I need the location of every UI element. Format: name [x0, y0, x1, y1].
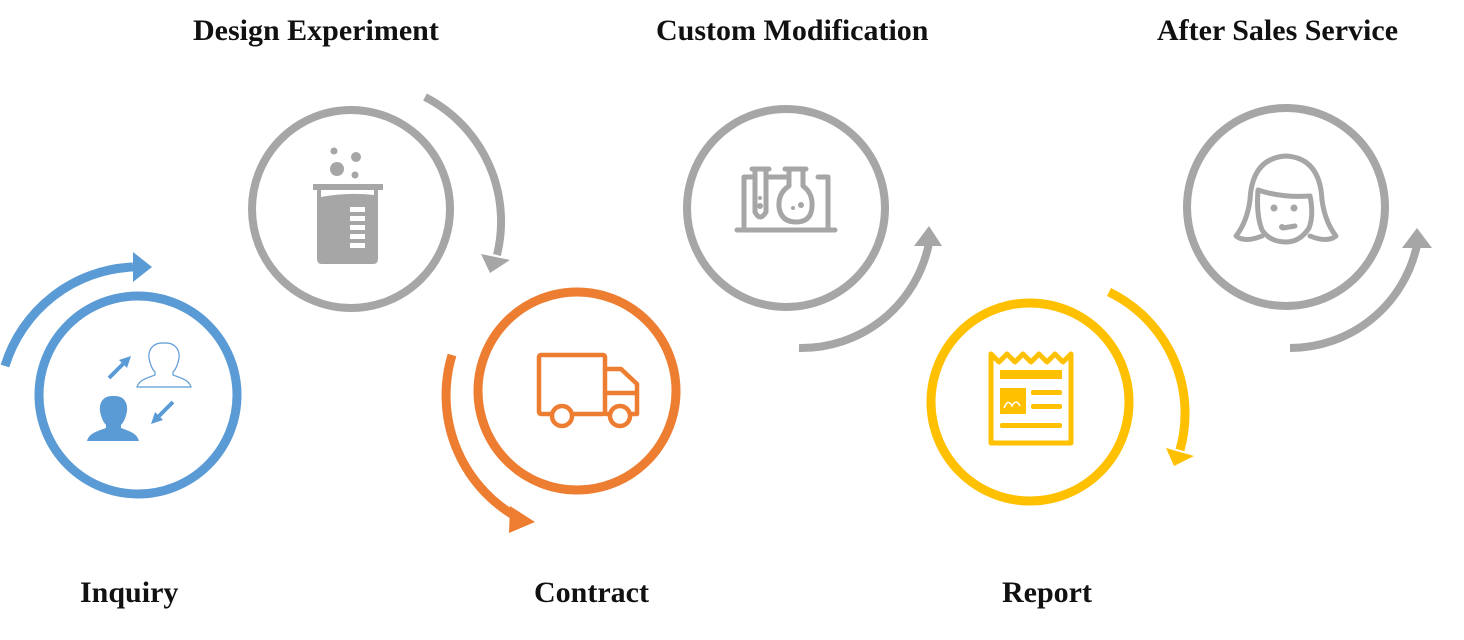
- step-label-custom-modification: Custom Modification: [656, 14, 929, 47]
- arrow-arc-design-experiment: [423, 93, 505, 256]
- truck-icon: [536, 352, 640, 429]
- step-label-report: Report: [1002, 576, 1092, 609]
- step-circle-contract: [473, 287, 681, 495]
- step-report: [926, 287, 1194, 506]
- support-agent-icon: [1233, 153, 1339, 245]
- people-exchange-icon: [87, 342, 192, 441]
- arrow-arc-custom-modification: [798, 242, 933, 353]
- arrowhead-design-experiment: [481, 254, 510, 273]
- arrow-arc-contract: [441, 353, 518, 520]
- beaker-icon: [313, 147, 383, 264]
- arrow-arc-report: [1107, 287, 1190, 452]
- step-label-inquiry: Inquiry: [80, 576, 179, 609]
- step-contract: [441, 287, 681, 533]
- arrowhead-after-sales-service: [1402, 228, 1432, 248]
- report-document-icon: [988, 351, 1074, 446]
- step-label-design-experiment: Design Experiment: [193, 14, 439, 47]
- step-label-after-sales-service: After Sales Service: [1157, 14, 1399, 47]
- step-circle-after-sales-service: [1183, 104, 1389, 310]
- step-label-contract: Contract: [534, 576, 649, 609]
- step-custom-modification: [683, 105, 942, 353]
- lab-flasks-icon: [734, 166, 838, 233]
- step-after-sales-service: [1183, 104, 1432, 352]
- arrowhead-custom-modification: [914, 226, 942, 246]
- arrow-arc-after-sales-service: [1289, 244, 1421, 352]
- arrow-arc-inquiry: [0, 262, 134, 368]
- step-circle-report: [926, 298, 1134, 506]
- step-circle-design-experiment: [248, 106, 454, 312]
- step-design-experiment: [248, 93, 510, 312]
- step-circle-custom-modification: [683, 105, 889, 311]
- arrowhead-contract: [509, 506, 535, 533]
- arrowhead-report: [1166, 448, 1194, 466]
- step-circle-inquiry: [34, 291, 242, 499]
- arrowhead-inquiry: [133, 252, 152, 282]
- step-inquiry: [0, 252, 242, 499]
